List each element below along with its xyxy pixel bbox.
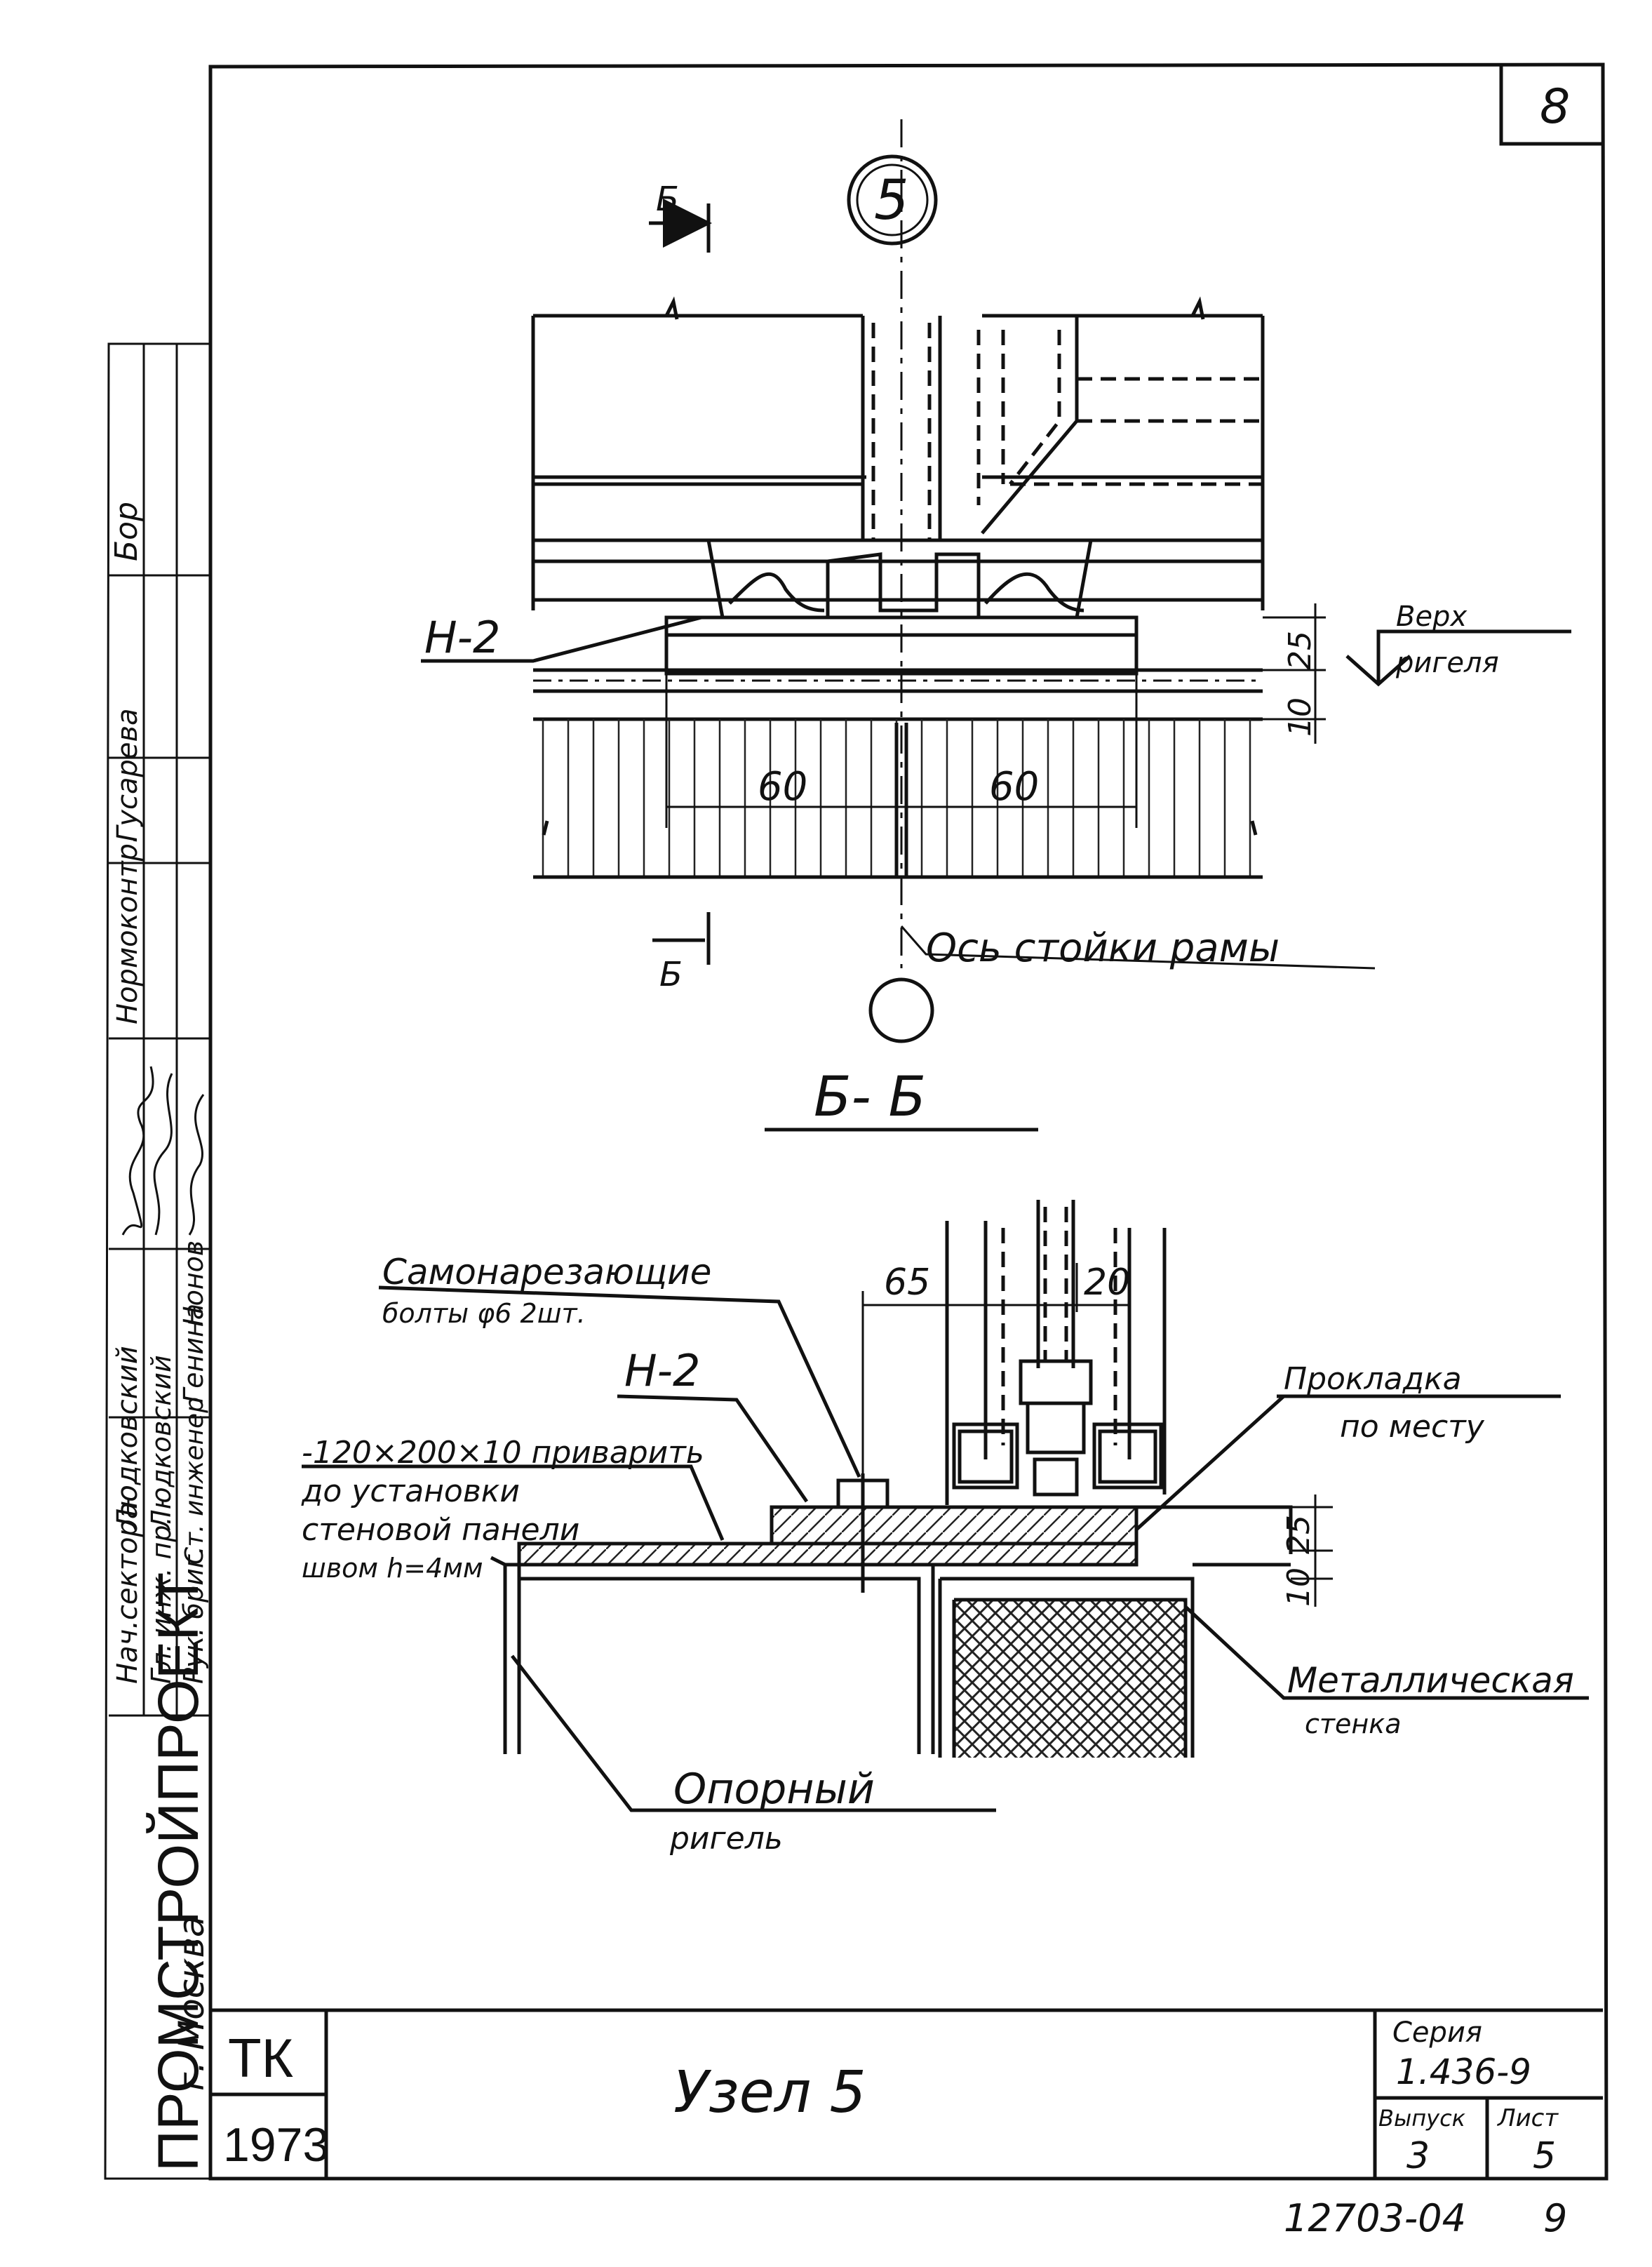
wall-panel-section bbox=[945, 1200, 1167, 1505]
support-rigel-l1: Опорный bbox=[673, 1765, 875, 1814]
series-value: 1.436-9 bbox=[1396, 2052, 1531, 2092]
dim-right-bottom: 25 10 bbox=[1281, 1494, 1333, 1607]
title-block bbox=[210, 2008, 1603, 2179]
doc-code: 12703-04 bbox=[1284, 2196, 1466, 2240]
section-mark-bottom: Б bbox=[652, 912, 711, 994]
base-plate-hatch bbox=[519, 1544, 1136, 1565]
dim-gap: 10 bbox=[1282, 697, 1318, 737]
role-1: Нач.сектора bbox=[112, 1502, 144, 1684]
section-mark-bottom-label: Б bbox=[659, 955, 683, 994]
gasket-l1: Прокладка bbox=[1284, 1361, 1462, 1397]
h2-top-label: Н-2 bbox=[424, 612, 500, 663]
dim-right-top: 25 10 Верх ригеля bbox=[1263, 601, 1571, 744]
stamp-top: ТК bbox=[228, 2027, 293, 2089]
dim-60-60: 60 60 bbox=[665, 674, 1138, 828]
control-name: Гусарева bbox=[112, 708, 144, 842]
dim-bottom-gap: 10 bbox=[1281, 1567, 1317, 1607]
dim-half-left: 60 bbox=[758, 764, 807, 810]
doc-page: 9 bbox=[1543, 2196, 1567, 2240]
bolts-l2: болты φ6 2шт. bbox=[382, 1298, 586, 1329]
name-2: Людковский bbox=[146, 1355, 177, 1531]
bolt-clips-top bbox=[706, 540, 1093, 620]
sheet-title: Узел 5 bbox=[673, 2059, 866, 2126]
metal-wall-hatch bbox=[954, 1600, 1186, 1758]
rigel-top-l2: ригеля bbox=[1395, 647, 1499, 679]
gasket-callout: Прокладка по месту bbox=[1135, 1361, 1561, 1531]
dim-pad: 25 bbox=[1282, 631, 1318, 670]
base-plate bbox=[517, 1542, 1139, 1567]
h2-bottom-label: Н-2 bbox=[624, 1345, 700, 1396]
sheet-value: 5 bbox=[1533, 2135, 1556, 2177]
stamp-year: 1973 bbox=[223, 2118, 329, 2172]
node-marker-inner bbox=[856, 163, 929, 236]
support-rigel-l2: ригель bbox=[669, 1821, 783, 1857]
series-label: Серия bbox=[1392, 2017, 1482, 2049]
plate-l1: -120×200×10 приварить bbox=[302, 1435, 704, 1471]
org-city: г. Москва bbox=[171, 1915, 212, 2091]
plate-l4: швом h=4мм bbox=[302, 1553, 483, 1584]
gasket-hatch bbox=[772, 1507, 1136, 1544]
metal-wall bbox=[938, 1577, 1195, 1758]
support-rigel bbox=[490, 1556, 935, 1754]
bolts-callout: Самонарезающие болты φ6 2шт. bbox=[378, 1252, 861, 1478]
metal-wall-l1: Металлическая bbox=[1287, 1660, 1574, 1701]
role-2: Гл. инж. пр. bbox=[146, 1516, 177, 1684]
role-4: Ст. инженер bbox=[180, 1397, 209, 1565]
gasket-l2: по месту bbox=[1340, 1409, 1485, 1445]
approval-strip bbox=[104, 342, 212, 2180]
approve-mark: Бор bbox=[109, 502, 145, 561]
dim-65-20: 65 20 bbox=[861, 1262, 1130, 1502]
gasket-extension bbox=[1136, 1505, 1293, 1554]
plate-l2: до установки bbox=[301, 1473, 520, 1509]
h2-callout-top: Н-2 bbox=[421, 612, 702, 663]
metal-wall-callout: Металлическая стенка bbox=[1184, 1605, 1589, 1739]
wall-panels-top bbox=[531, 296, 1265, 610]
org-name: ПРОМСТРОЙПРОЕКТ bbox=[146, 1572, 210, 2172]
signatures bbox=[121, 1066, 205, 1236]
column-axis-callout: Ось стойки рамы bbox=[868, 925, 1376, 1043]
metal-wall-l2: стенка bbox=[1305, 1708, 1402, 1739]
dim-65: 65 bbox=[884, 1262, 930, 1304]
rigel-top bbox=[533, 723, 1263, 879]
h2-callout-bottom: Н-2 bbox=[617, 1345, 809, 1503]
issue-label: Выпуск bbox=[1378, 2105, 1466, 2132]
section-mark-top: Б bbox=[649, 180, 712, 253]
plate-callout: -120×200×10 приварить до установки стено… bbox=[301, 1435, 725, 1584]
dim-bottom-pad: 25 bbox=[1281, 1515, 1317, 1554]
issue-value: 3 bbox=[1406, 2135, 1430, 2177]
sheet-label: Лист bbox=[1496, 2104, 1559, 2132]
control-label: Нормоконтр. bbox=[112, 834, 144, 1024]
dim-20: 20 bbox=[1084, 1262, 1130, 1304]
node-marker-label: 5 bbox=[874, 169, 909, 232]
name-4: Нонов bbox=[178, 1241, 209, 1326]
rigel-top-l1: Верх bbox=[1396, 601, 1467, 633]
section-mark-top-label: Б bbox=[656, 180, 679, 219]
name-1: Людковский bbox=[112, 1346, 144, 1531]
support-rigel-callout: Опорный ригель bbox=[511, 1654, 996, 1857]
approval-texts: ПРОМСТРОЙПРОЕКТ г. Москва Нач.сектора Гл… bbox=[109, 502, 212, 2172]
node-marker-circle bbox=[847, 154, 938, 246]
sheet-number: 8 bbox=[1540, 79, 1570, 135]
column-axis-label: Ось стойки рамы bbox=[926, 925, 1280, 971]
section-title: Б- Б bbox=[765, 1066, 1038, 1132]
dim-half-right: 60 bbox=[989, 764, 1039, 810]
plate-l3: стеновой панели bbox=[302, 1512, 579, 1548]
name-3: Генина bbox=[178, 1304, 209, 1403]
bolts-l1: Самонарезающие bbox=[382, 1252, 711, 1292]
section-title-label: Б- Б bbox=[814, 1066, 926, 1129]
role-3: Рук. бриг. bbox=[178, 1546, 209, 1684]
